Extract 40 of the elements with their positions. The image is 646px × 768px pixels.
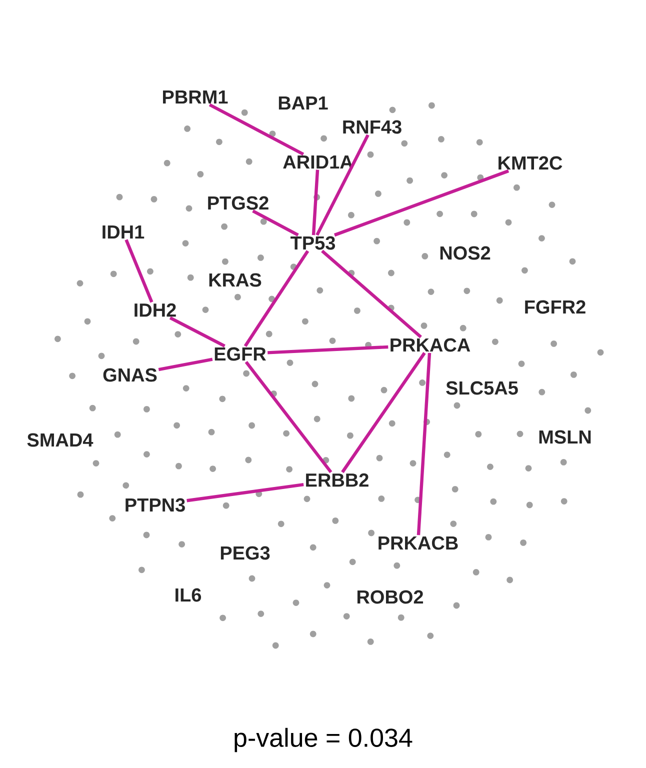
interaction-line [158,358,213,372]
gene-label: PTPN3 [126,498,185,512]
gene-label: PBRM1 [163,90,228,104]
gene-label: ARID1A [283,155,353,169]
gene-label: BAP1 [278,96,328,110]
interaction-line [312,170,320,236]
gene-label: ROBO2 [358,590,424,604]
interaction-line [416,352,432,536]
interaction-line [244,360,332,474]
interaction-line [124,239,154,303]
gene-label: MSLN [539,430,591,444]
gene-label: FGFR2 [525,300,586,314]
gene-label: IL6 [176,588,202,602]
gene-label: TP53 [290,236,336,250]
gene-label: PEG3 [220,546,270,560]
gene-label: GNAS [103,368,157,382]
gene-label: KRAS [209,273,262,287]
interaction-line [334,169,510,237]
gene-label: EGFR [214,347,266,361]
gene-label: NOS2 [440,246,490,260]
gene-label: PTGS2 [208,196,268,210]
interaction-line [186,483,304,502]
interaction-line [252,210,299,236]
gene-label: KMT2C [498,156,562,170]
gene-label: IDH2 [134,303,176,317]
interaction-line [244,250,310,347]
gene-label: IDH1 [102,225,144,239]
interaction-line [208,103,304,156]
gene-label: RNF43 [343,120,402,134]
interaction-line [268,345,388,354]
gene-label: SLC5A5 [446,381,518,395]
interaction-line [341,352,426,474]
interaction-line [321,250,422,338]
interaction-line [169,316,226,348]
caption: p-value = 0.034 [234,728,412,752]
gene-label: ERBB2 [306,473,368,487]
gene-label: PRKACB [378,536,458,550]
interaction-line [316,134,370,236]
gene-label: SMAD4 [27,433,94,447]
gene-label: PRKACA [390,338,470,352]
